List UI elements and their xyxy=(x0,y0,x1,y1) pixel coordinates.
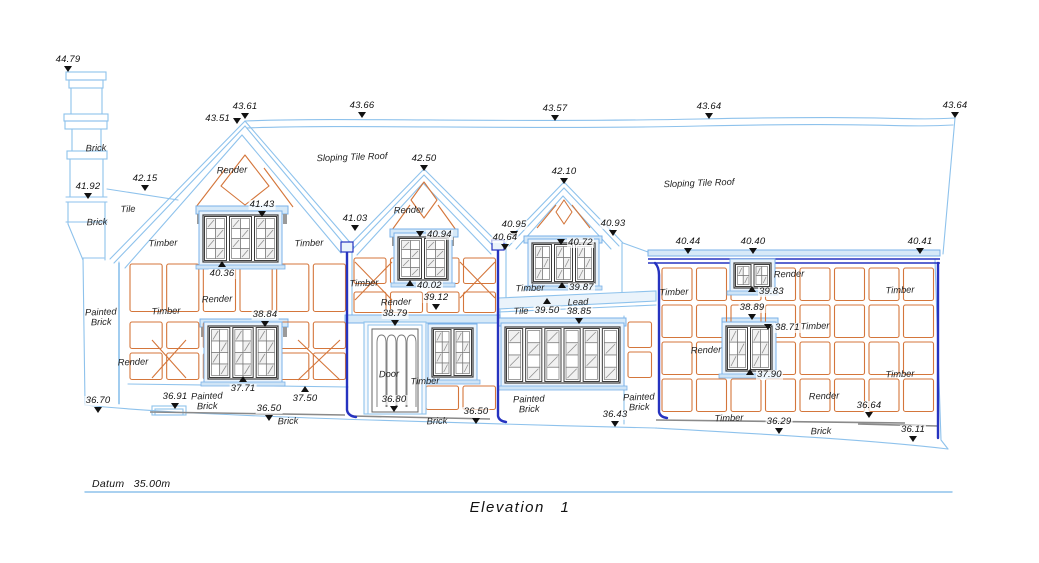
drawing-title: Elevation 1 xyxy=(469,499,571,516)
datum-label: Datum 35.00m xyxy=(92,478,171,490)
